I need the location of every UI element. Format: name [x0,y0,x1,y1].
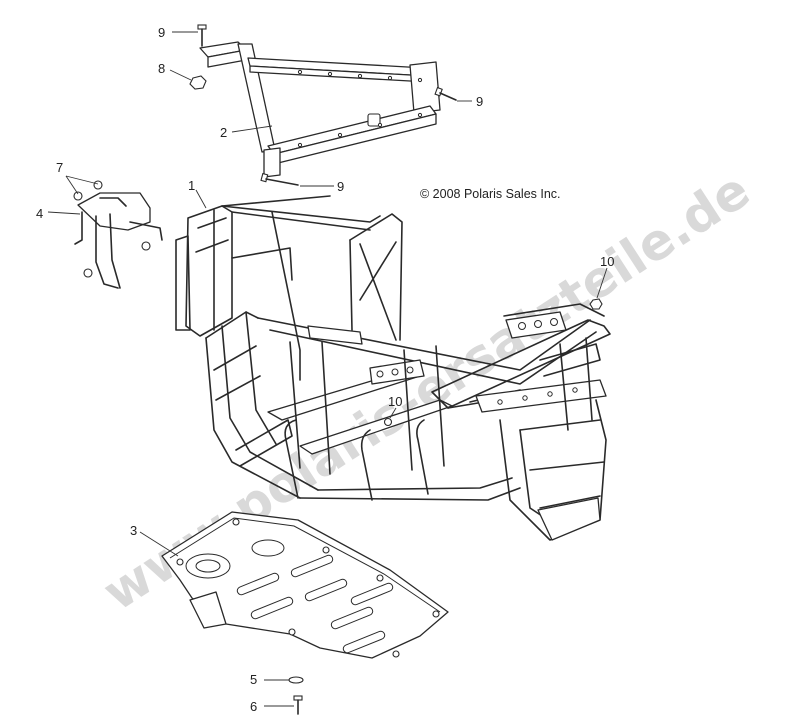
callout-labels: 9 8 9 2 9 7 1 4 10 10 3 5 6 [36,25,614,714]
callout-9-top: 9 [158,25,165,40]
washer-5 [288,676,304,684]
callout-2: 2 [220,125,227,140]
nut-10-rear [589,298,603,310]
part-4-bracket [74,192,163,289]
bolts-7 [73,180,151,278]
callout-3: 3 [130,523,137,538]
callout-1: 1 [188,178,195,193]
copyright-text: © 2008 Polaris Sales Inc. [420,187,561,201]
nut-10-center [383,417,393,427]
callout-6: 6 [250,699,257,714]
bolt-9-top [197,24,207,47]
bolt-6 [293,695,303,715]
callout-9-right: 9 [476,94,483,109]
callout-5: 5 [250,672,257,687]
bolt-9-right [434,86,457,101]
leader-lines [47,31,608,707]
callout-7: 7 [56,160,63,175]
bolt-9-lower [260,172,299,186]
part-1-main-frame [175,195,611,541]
nut-8 [189,75,207,90]
part-3-skid-plate [161,511,449,659]
part-2-brace [199,41,441,178]
callout-8: 8 [158,61,165,76]
callout-10-rear: 10 [600,254,614,269]
callout-9-lower: 9 [337,179,344,194]
callout-10-center: 10 [388,394,402,409]
callout-4: 4 [36,206,43,221]
